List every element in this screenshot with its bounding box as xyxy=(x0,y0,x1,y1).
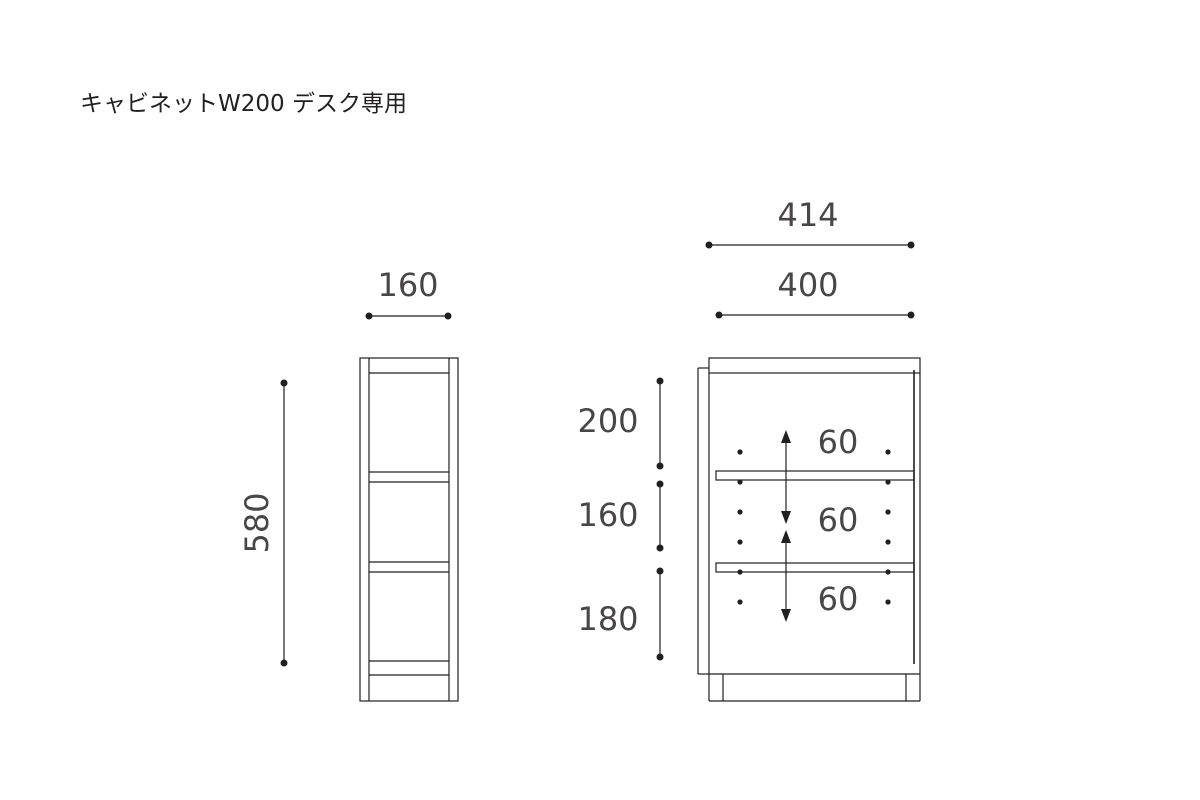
front-outer-width-dot-left xyxy=(705,241,713,249)
section-2-height-label: 160 xyxy=(577,496,638,534)
side-width-dot-right xyxy=(444,312,452,320)
front-view: 414 400 200 160 180 xyxy=(577,196,921,702)
side-width-label: 160 xyxy=(377,266,438,304)
section-1-adjust-label: 60 xyxy=(818,423,859,461)
section-3-dot-bottom xyxy=(656,653,664,661)
section-1-height-label: 200 xyxy=(577,402,638,440)
section-height-dimensions: 200 160 180 xyxy=(577,377,664,661)
front-cabinet-outline xyxy=(697,357,921,702)
section-3-dot-top xyxy=(656,567,664,575)
side-height-dot-top xyxy=(280,379,288,387)
shelf-2-adjust-arrow xyxy=(781,530,791,622)
page-title: キャビネットW200 デスク専用 xyxy=(80,91,407,117)
section-1-dot-bottom xyxy=(656,462,664,470)
side-cabinet-outline xyxy=(359,357,459,702)
section-2-adjust-label: 60 xyxy=(818,501,859,539)
side-view: 160 580 xyxy=(238,266,459,702)
front-outer-width-dot-right xyxy=(907,241,915,249)
front-inner-width-label: 400 xyxy=(777,266,838,304)
front-inner-width-dot-right xyxy=(907,311,915,319)
side-height-dot-bottom xyxy=(280,659,288,667)
section-2-dot-top xyxy=(656,480,664,488)
shelf-pin-holes xyxy=(737,449,891,605)
section-2-dot-bottom xyxy=(656,544,664,552)
side-width-dot-left xyxy=(365,312,373,320)
section-3-height-label: 180 xyxy=(577,600,638,638)
front-outer-width-label: 414 xyxy=(777,196,838,234)
front-inner-width-dot-left xyxy=(715,311,723,319)
section-1-dot-top xyxy=(656,377,664,385)
side-height-label: 580 xyxy=(238,492,276,553)
section-3-adjust-label: 60 xyxy=(818,580,859,618)
shelf-1-adjust-arrow xyxy=(781,430,791,524)
